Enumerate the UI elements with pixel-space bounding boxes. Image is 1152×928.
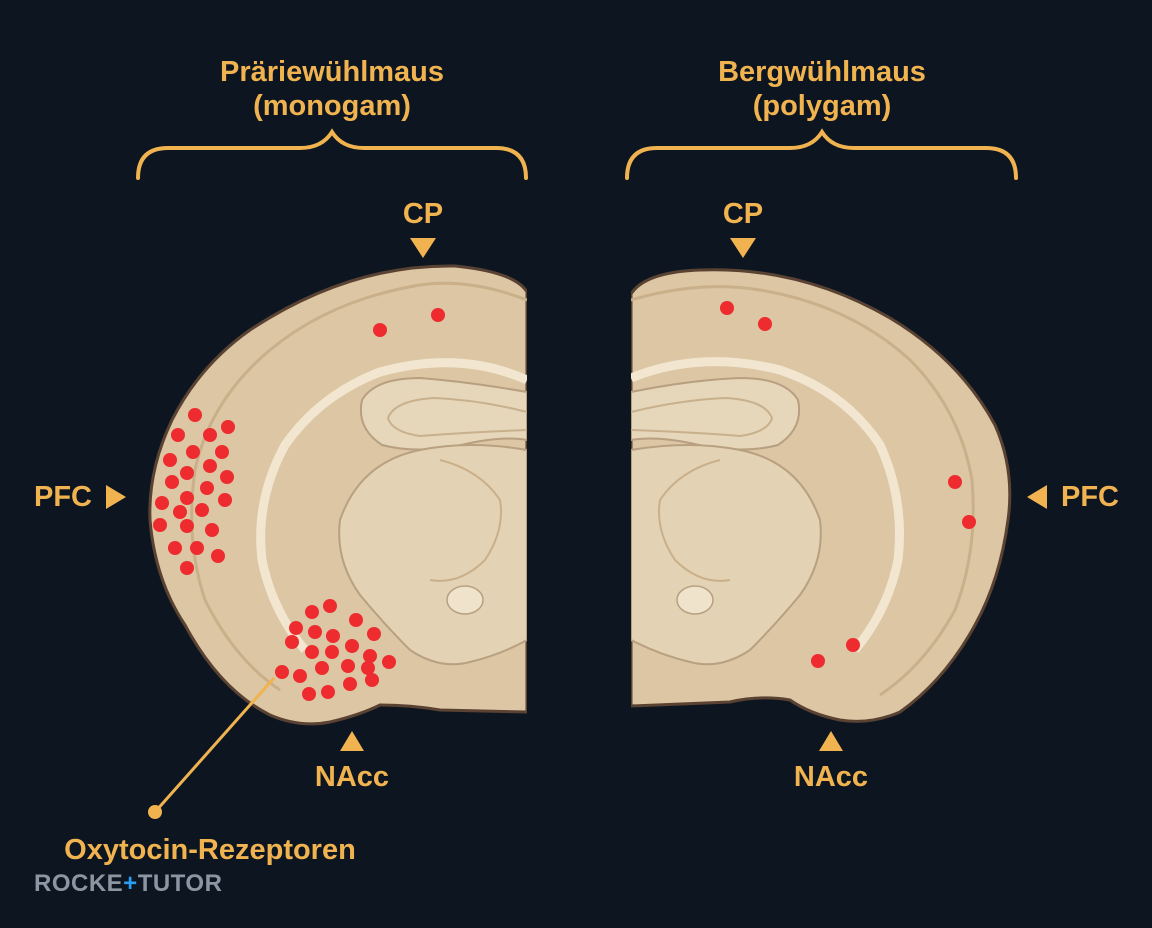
receptor-dot (180, 466, 194, 480)
cp-left-label: CP (402, 198, 444, 230)
receptor-dots-left-cp (373, 308, 445, 337)
left-title: Präriewühlmaus (monogam) (162, 55, 502, 123)
receptor-dot (188, 408, 202, 422)
receptor-dot (180, 491, 194, 505)
right-title: Bergwühlmaus (polygam) (652, 55, 992, 123)
left-title-mating: (monogam) (253, 90, 411, 122)
receptor-dot (382, 655, 396, 669)
receptor-dot (305, 645, 319, 659)
receptor-dot (758, 317, 772, 331)
receptor-dot (323, 599, 337, 613)
pfc-left-arrow (106, 485, 126, 509)
receptor-dot (846, 638, 860, 652)
receptor-dot (302, 687, 316, 701)
receptor-dot (275, 665, 289, 679)
receptor-dot (203, 459, 217, 473)
receptor-dot (195, 503, 209, 517)
receptor-dot (180, 519, 194, 533)
receptor-dot (373, 323, 387, 337)
receptor-dot (293, 669, 307, 683)
receptor-dot (180, 561, 194, 575)
nacc-right-label: NAcc (793, 761, 869, 793)
logo-plus: + (123, 870, 138, 897)
left-brain-slice (148, 264, 529, 726)
receptor-dot (203, 428, 217, 442)
pfc-left-label: PFC (34, 481, 92, 513)
receptor-dot (315, 661, 329, 675)
cp-right-arrow (730, 238, 756, 258)
receptor-dot (165, 475, 179, 489)
logo-part1: ROCKE (34, 870, 124, 897)
cp-right-label: CP (722, 198, 764, 230)
receptor-dot (367, 627, 381, 641)
receptor-dot (200, 481, 214, 495)
receptor-dot (153, 518, 167, 532)
receptor-dot (173, 505, 187, 519)
receptor-dot (341, 659, 355, 673)
receptor-dot (363, 649, 377, 663)
receptor-dots-right-nacc (811, 638, 860, 668)
receptor-dot (215, 445, 229, 459)
right-title-species: Bergwühlmaus (718, 56, 926, 88)
receptor-dot (218, 493, 232, 507)
receptor-dot (345, 639, 359, 653)
receptor-dot (349, 613, 363, 627)
receptor-dot (811, 654, 825, 668)
receptor-dot (361, 661, 375, 675)
receptor-dot (221, 420, 235, 434)
receptor-dot (205, 523, 219, 537)
nacc-right-arrow (819, 731, 843, 751)
left-hippocampus (360, 376, 528, 451)
receptor-dot (305, 605, 319, 619)
receptor-dot (171, 428, 185, 442)
callout-dot (148, 805, 162, 819)
receptor-dot (289, 621, 303, 635)
rocketutor-logo: ROCKE+TUTOR (34, 870, 222, 898)
receptor-dot (308, 625, 322, 639)
nacc-left-label: NAcc (314, 761, 390, 793)
receptor-dots-right-pfc (948, 475, 976, 529)
receptor-dots-left-pfc (153, 408, 235, 575)
receptor-dot (326, 629, 340, 643)
receptor-dot (365, 673, 379, 687)
right-hippocampus (630, 376, 800, 451)
receptor-dot (962, 515, 976, 529)
receptor-dot (720, 301, 734, 315)
receptor-dots-left-nacc (275, 599, 396, 701)
receptor-dot (948, 475, 962, 489)
right-bracket (625, 128, 1018, 180)
receptor-dot (285, 635, 299, 649)
receptor-dots-right-cp (720, 301, 772, 331)
pfc-right-arrow (1027, 485, 1047, 509)
receptor-dot (343, 677, 357, 691)
callout-line (153, 677, 276, 813)
receptor-dot (321, 685, 335, 699)
nacc-left-arrow (340, 731, 364, 751)
left-bracket (136, 128, 528, 180)
receptor-dot (168, 541, 182, 555)
oxytocin-receptor-label: Oxytocin-Rezeptoren (64, 834, 356, 866)
receptor-dot (211, 549, 225, 563)
right-brain-slice (629, 268, 1012, 723)
receptor-dot (163, 453, 177, 467)
left-title-species: Präriewühlmaus (219, 56, 445, 88)
receptor-dot (220, 470, 234, 484)
pfc-right-label: PFC (1061, 481, 1119, 513)
receptor-dot (431, 308, 445, 322)
receptor-dot (155, 496, 169, 510)
center-gap (527, 240, 631, 740)
logo-part2: TUTOR (137, 870, 223, 897)
receptor-dot (325, 645, 339, 659)
cp-left-arrow (410, 238, 436, 258)
receptor-dot (190, 541, 204, 555)
right-title-mating: (polygam) (752, 90, 892, 122)
right-thalamus (630, 444, 822, 666)
receptor-dot (186, 445, 200, 459)
left-thalamus (338, 444, 528, 666)
